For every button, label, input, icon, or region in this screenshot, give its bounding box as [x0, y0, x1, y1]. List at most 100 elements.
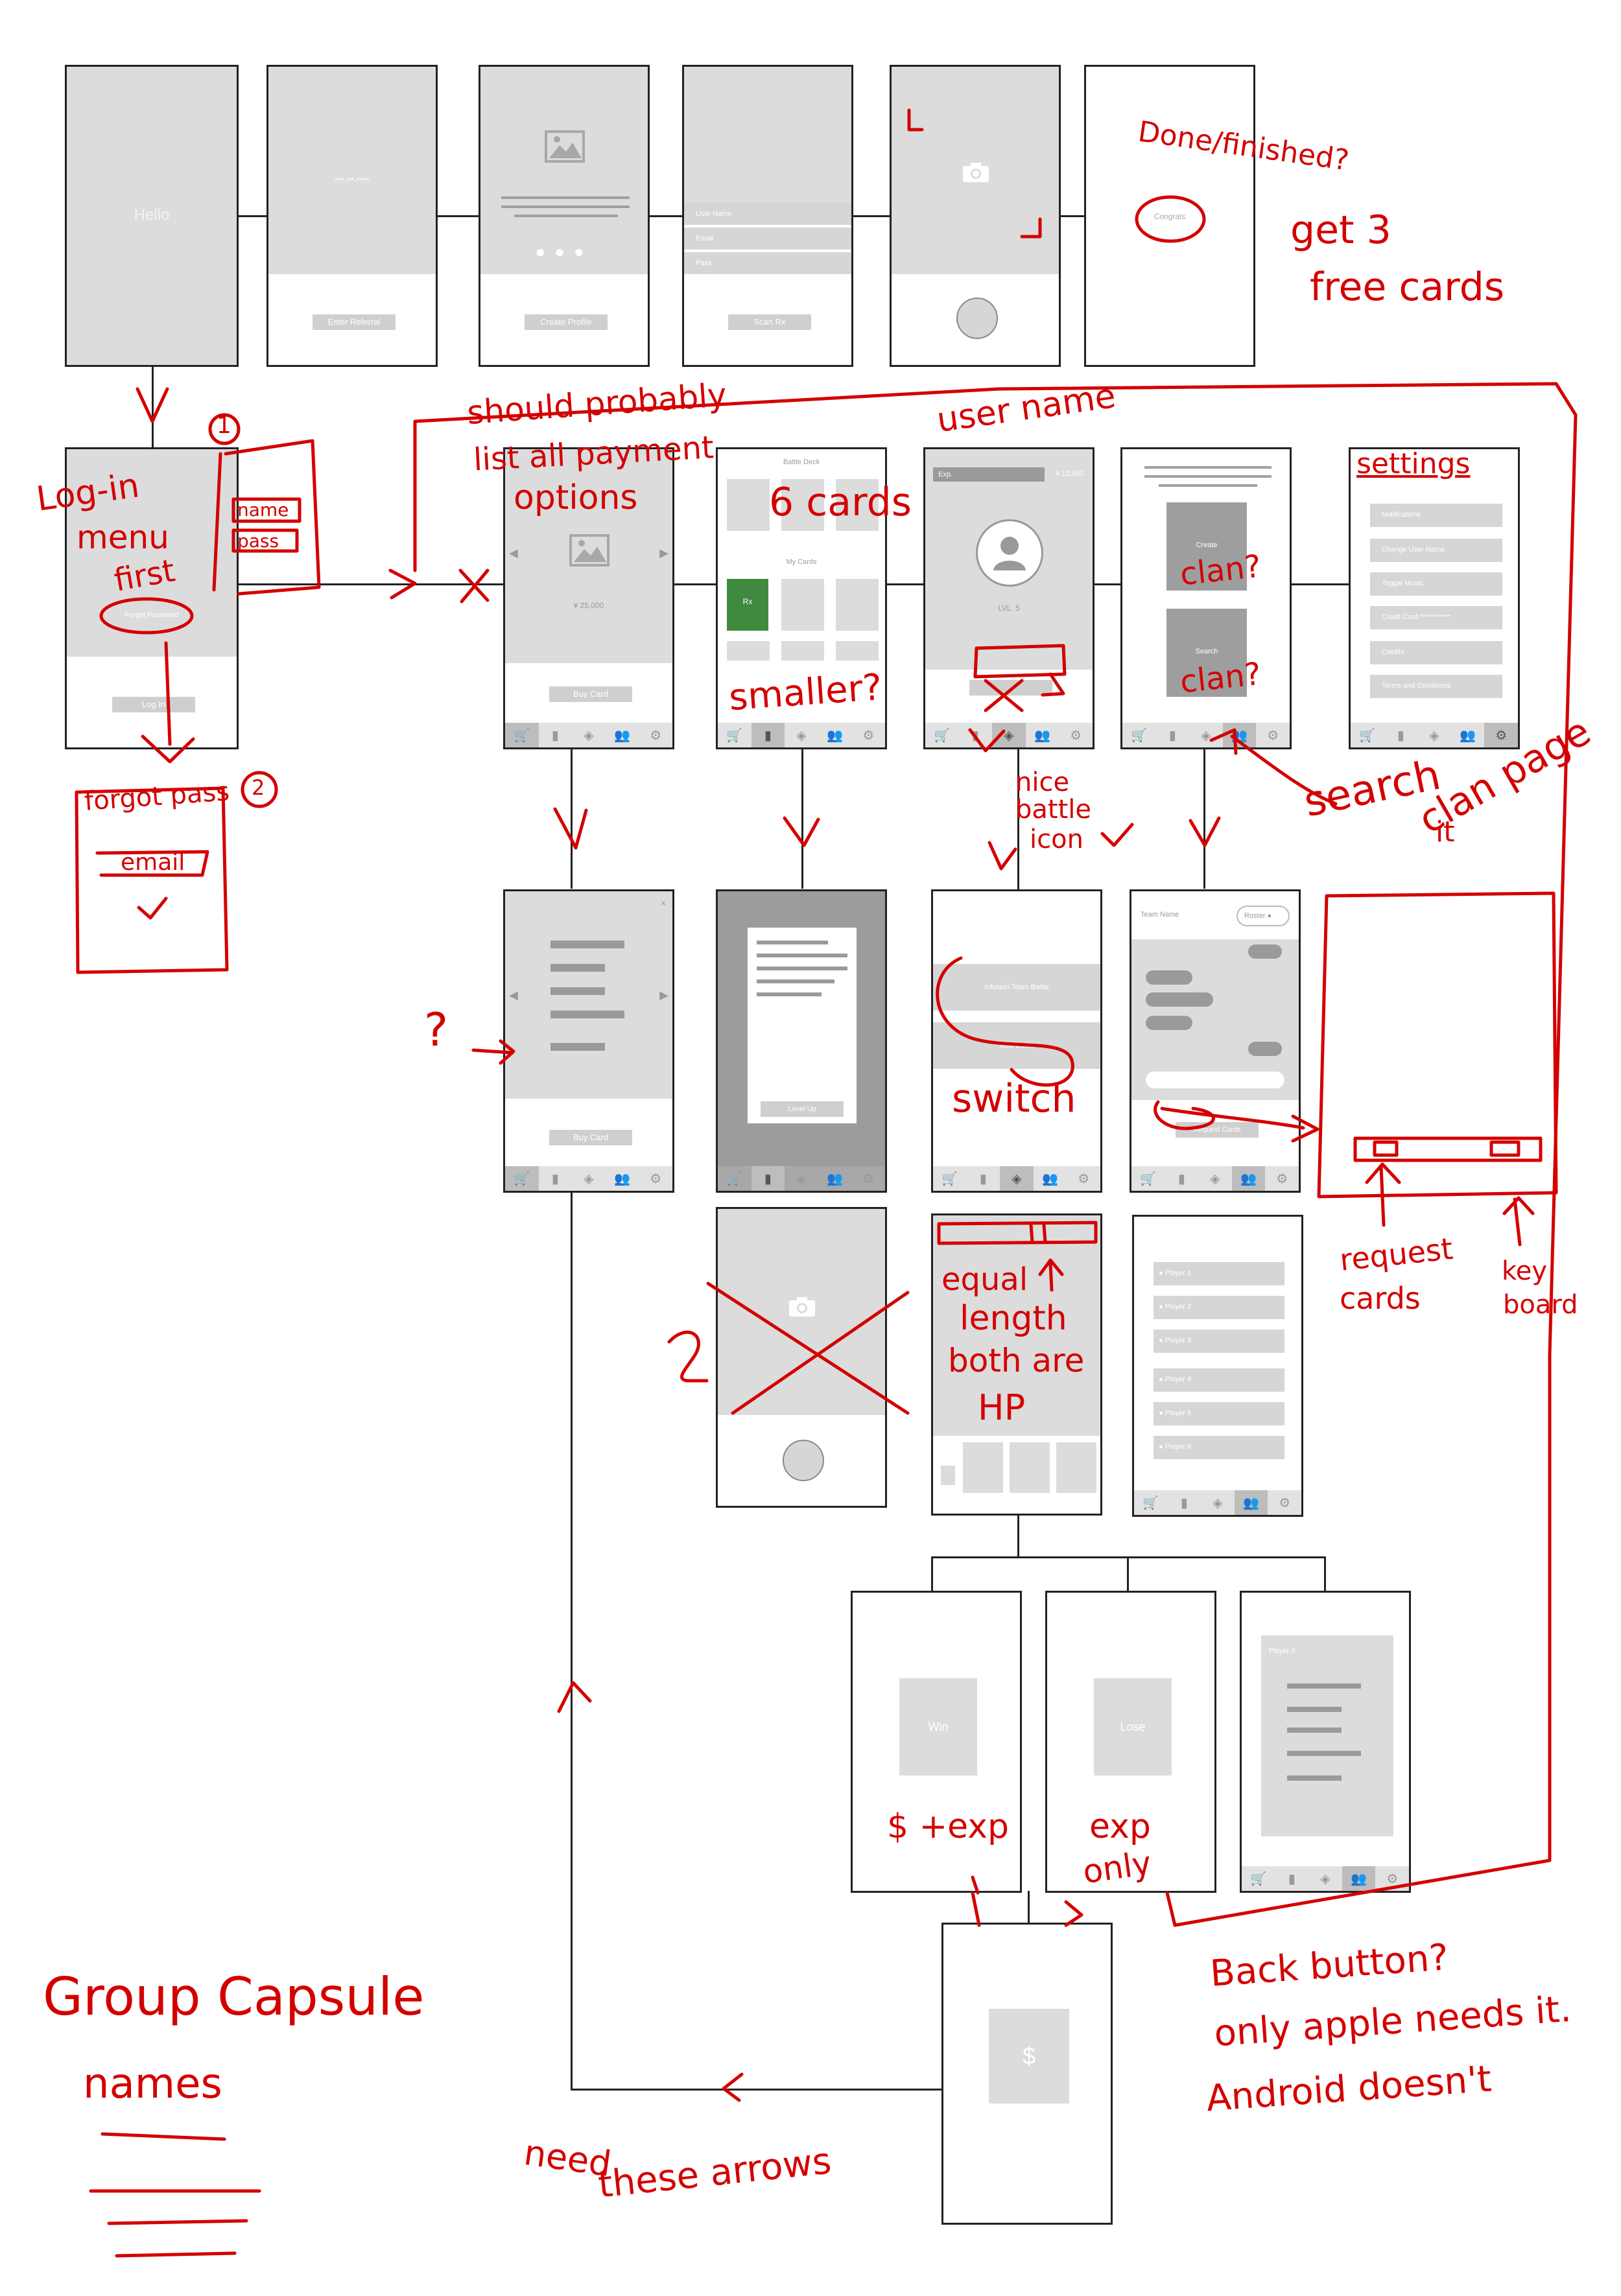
login-button[interactable]: Log In [112, 697, 195, 712]
tab-settings[interactable]: ⚙ [1279, 1495, 1291, 1510]
tab-battle[interactable]: ◈ [1210, 1171, 1220, 1186]
create-profile-button[interactable]: Create Profile [525, 314, 608, 330]
player-row[interactable]: ● Player 1 [1154, 1262, 1284, 1285]
tab-shop[interactable]: 🛒 [726, 728, 743, 743]
tab-settings[interactable]: ⚙ [650, 1171, 662, 1186]
connector [436, 215, 479, 217]
scan-rx-button[interactable]: Scan Rx [728, 314, 811, 330]
tab-settings[interactable]: ⚙ [1078, 1171, 1090, 1186]
roster-button[interactable]: Roster ● [1236, 906, 1290, 926]
settings-change-username[interactable]: Change User Name [1370, 539, 1502, 562]
tab-deck[interactable]: ▮ [1177, 1171, 1185, 1186]
tab-settings[interactable]: ⚙ [1386, 1871, 1399, 1886]
buy-card-button[interactable]: Buy Card [549, 1130, 632, 1145]
tab-clan[interactable]: 👥 [614, 1171, 631, 1186]
tab-shop[interactable]: 🛒 [726, 1171, 743, 1186]
hand-card[interactable] [1056, 1442, 1096, 1493]
prev-arrow[interactable]: ◀ [509, 546, 518, 559]
settings-terms[interactable]: Terms and Conditions [1370, 675, 1502, 698]
player-row[interactable]: ● Player 3 [1154, 1330, 1284, 1353]
tab-shop[interactable]: 🛒 [1359, 728, 1376, 743]
tab-deck[interactable]: ▮ [979, 1171, 987, 1186]
tab-deck[interactable]: ▮ [1288, 1871, 1296, 1886]
tab-deck[interactable]: ▮ [1397, 728, 1404, 743]
tab-battle[interactable]: ◈ [796, 1171, 807, 1186]
settings-notifications[interactable]: Notifications [1370, 504, 1502, 527]
scan-card-screen [716, 1207, 887, 1508]
email-field[interactable]: Email [684, 228, 851, 250]
tab-settings[interactable]: ⚙ [1267, 728, 1279, 743]
player-row[interactable]: ● Player 5 [1154, 1402, 1284, 1425]
solo-battle-button[interactable]: Solo Battle [933, 1022, 1100, 1069]
tab-shop[interactable]: 🛒 [505, 723, 539, 747]
tab-settings[interactable]: ⚙ [1070, 728, 1082, 743]
tab-deck[interactable]: ▮ [751, 723, 785, 747]
shutter-button[interactable] [783, 1440, 824, 1481]
tab-shop[interactable]: 🛒 [1140, 1171, 1157, 1186]
tab-settings[interactable]: ⚙ [650, 728, 662, 743]
tab-shop[interactable]: 🛒 [1142, 1495, 1159, 1510]
settings-toggle-music[interactable]: Toggle Music [1370, 572, 1502, 596]
tab-deck[interactable]: ▮ [1180, 1495, 1188, 1510]
rx-card[interactable]: Rx [727, 579, 768, 631]
infusion-battle-button[interactable]: Infusion Team Battle [933, 964, 1100, 1011]
tab-settings[interactable]: ⚙ [1484, 723, 1518, 747]
player-row[interactable]: ● Player 4 [1154, 1368, 1284, 1392]
tab-deck[interactable]: ▮ [751, 1166, 785, 1191]
up-arrow [1365, 1162, 1401, 1227]
tab-battle[interactable]: ◈ [1429, 728, 1439, 743]
tab-clan[interactable]: 👥 [1231, 1166, 1266, 1191]
hand-card[interactable] [1010, 1442, 1050, 1493]
tab-battle[interactable]: ◈ [1000, 1166, 1034, 1191]
tab-deck[interactable]: ▮ [551, 728, 559, 743]
tab-settings[interactable]: ⚙ [862, 1171, 875, 1186]
tab-deck[interactable]: ▮ [551, 1171, 559, 1186]
request-cards-button[interactable]: Request Cards [1176, 1122, 1259, 1138]
tab-battle[interactable]: ◈ [1201, 728, 1211, 743]
next-arrow[interactable]: ▶ [659, 546, 669, 559]
tab-clan[interactable]: 👥 [1342, 1866, 1376, 1891]
tab-battle[interactable]: ◈ [584, 728, 594, 743]
tab-clan[interactable]: 👥 [827, 728, 844, 743]
tab-battle[interactable]: ◈ [796, 728, 807, 743]
tab-deck[interactable]: ▮ [971, 728, 979, 743]
hand-card[interactable] [963, 1442, 1003, 1493]
hello-screen: Hello [65, 65, 239, 367]
player-row[interactable]: ● Player 2 [1154, 1296, 1284, 1319]
tab-battle[interactable]: ◈ [584, 1171, 594, 1186]
tab-clan[interactable]: 👥 [1460, 728, 1476, 743]
shutter-button[interactable] [956, 298, 998, 339]
tab-shop[interactable]: 🛒 [934, 728, 951, 743]
tab-clan[interactable]: 👥 [827, 1171, 844, 1186]
tab-shop[interactable]: 🛒 [1131, 728, 1148, 743]
settings-credit-card[interactable]: Credit Card *********** [1370, 606, 1502, 629]
hand-card[interactable] [941, 1466, 955, 1485]
chat-input[interactable] [1146, 1072, 1284, 1088]
tab-shop[interactable]: 🛒 [505, 1166, 539, 1191]
forgot-password-link[interactable]: Forgot Password [124, 611, 179, 619]
username-field[interactable]: User Name [684, 203, 851, 225]
prev-arrow[interactable]: ◀ [509, 989, 518, 1002]
next-arrow[interactable]: ▶ [659, 989, 669, 1002]
tab-clan[interactable]: 👥 [1234, 1490, 1268, 1515]
buy-card-button[interactable]: Buy Card [549, 686, 632, 702]
tab-clan[interactable]: 👥 [1034, 728, 1051, 743]
close-icon[interactable]: × [660, 898, 666, 908]
password-field[interactable]: Pass [684, 252, 851, 274]
tab-battle[interactable]: ◈ [992, 723, 1026, 747]
tab-clan[interactable]: 👥 [1222, 723, 1257, 747]
tab-clan[interactable]: 👥 [1042, 1171, 1059, 1186]
tab-deck[interactable]: ▮ [1168, 728, 1176, 743]
level-up-button[interactable]: Level Up [761, 1101, 844, 1117]
player-row[interactable]: ● Player 6 [1154, 1436, 1284, 1459]
battle-button[interactable] [969, 680, 1052, 696]
enter-referral-button[interactable]: Enter Referral [313, 314, 396, 330]
tab-battle[interactable]: ◈ [1213, 1495, 1223, 1510]
tab-battle[interactable]: ◈ [1320, 1871, 1331, 1886]
tab-settings[interactable]: ⚙ [862, 728, 875, 743]
settings-credits[interactable]: Credits [1370, 641, 1502, 664]
tab-clan[interactable]: 👥 [614, 728, 631, 743]
tab-shop[interactable]: 🛒 [1250, 1871, 1267, 1886]
tab-shop[interactable]: 🛒 [941, 1171, 958, 1186]
tab-settings[interactable]: ⚙ [1276, 1171, 1288, 1186]
